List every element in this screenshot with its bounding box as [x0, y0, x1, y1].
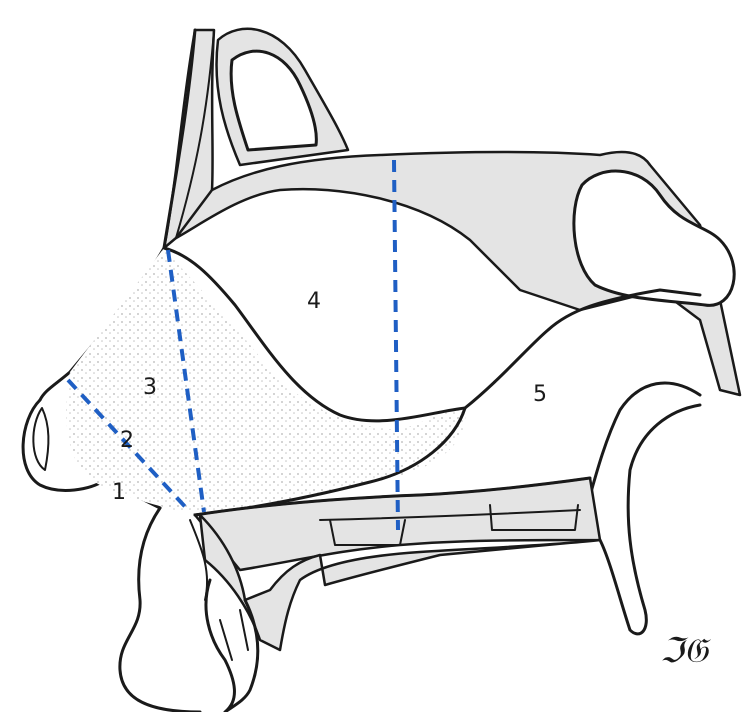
nostril	[33, 408, 48, 470]
region-label-5: 5	[533, 382, 547, 407]
sphenoid-sinus	[574, 171, 734, 305]
upper-lip	[120, 508, 200, 712]
region-4-5-boundary	[465, 290, 700, 408]
region-label-3: 3	[143, 375, 157, 400]
posterior-pillar	[580, 383, 700, 634]
artist-signature: ℑ𝔊	[660, 631, 711, 671]
region-label-2: 2	[120, 428, 134, 453]
anterior-septum-area	[66, 248, 465, 515]
region-label-4: 4	[307, 289, 321, 314]
region-label-1: 1	[112, 480, 126, 505]
tooth-root	[220, 610, 248, 660]
